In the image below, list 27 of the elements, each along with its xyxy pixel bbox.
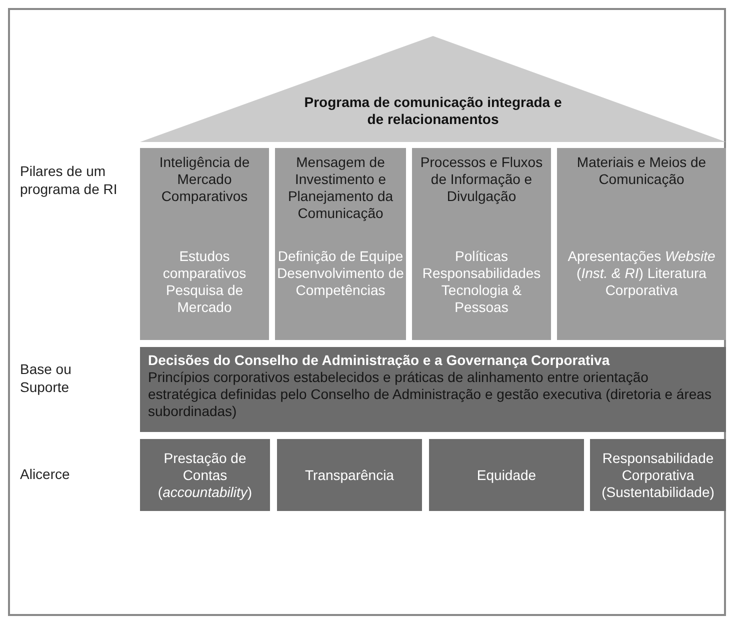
pillar-box [412,148,551,340]
row-label: Pilares de um programa de RI [20,162,118,198]
pillar-box [275,148,406,340]
pillar-heading: Inteligência de Mercado Comparativos [158,154,251,206]
pillar-items: Apresentações Website (Inst. & RI) Literatura Corporativa [566,248,716,299]
foundation-box [277,439,422,511]
pillar-box [557,148,726,340]
base-heading: Decisões do Conselho de Administração e a Governança Corporativa [148,352,610,369]
base-description: Princípios corporativos estabelecidos e práticas de alinhamento entre orientação estratégica definidas pelo Conselho de Administração e gestão executiva (diretoria e áreas subordinadas) [148,369,712,420]
pillar-items: Estudos comparativos Pesquisa de Mercado [162,248,248,316]
base-band [140,347,726,432]
row-label: Base ou Suporte [20,360,72,396]
pillar-items: Políticas Responsabilidades Tecnologia & Pessoas [421,248,542,316]
pillar-items: Definição de Equipe Desenvolvimento de Competências [277,248,404,299]
row-label: Alicerce [20,465,71,483]
foundation-label: Equidade [476,466,536,484]
foundation-label: Responsabilidade Corporativa (Sustentabilidade) [600,450,716,500]
pillar-box [140,148,269,340]
pillar-heading: Mensagem de Investimento e Planejamento da Comunicação [286,154,394,223]
foundation-label: Prestação de Contas (accountability) [156,450,254,500]
pillar-heading: Materiais e Meios de Comunicação [576,154,708,189]
roof-title: Programa de comunicação integrada e de relacionamentos [303,94,563,128]
pillar-heading: Processos e Fluxos de Informação e Divulgação [419,154,544,206]
foundation-box [140,439,270,511]
foundation-label: Transparência [305,466,394,484]
foundation-box [429,439,584,511]
foundation-box [590,439,726,511]
